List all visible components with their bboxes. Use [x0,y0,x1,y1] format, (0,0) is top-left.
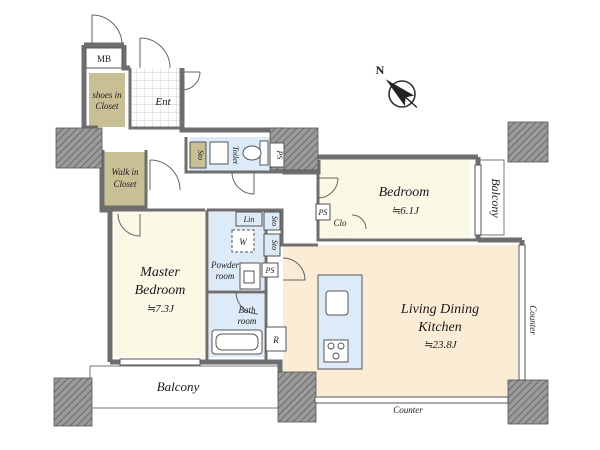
door-mb [139,37,171,69]
door-clo [351,214,367,230]
door-ldk [282,257,306,281]
label-ps-powder: PS [265,266,275,275]
column-bottom-middle [277,371,317,423]
label-bath-room-2: room [238,316,257,326]
window-bottom [314,396,509,404]
ps-toilet-box [269,142,285,168]
door-front [91,14,123,46]
label-counter-bottom: Counter [393,405,423,415]
label-storage-toilet: Sto [196,150,205,160]
door-powder [235,291,259,315]
label-powder-room-2: room [216,271,235,281]
door-master [117,213,141,237]
label-master-bedroom-size: ≒7.3J [146,303,175,315]
door-ent [181,71,201,91]
sto-box-2 [263,233,281,257]
label-linen: Lin [243,215,255,224]
powder-basin-icon [243,270,255,284]
washer-icon [231,229,255,253]
sto-toilet-box [189,141,207,169]
label-ldk-size: ≒23.8J [423,339,457,351]
toilet-bowl-icon [242,145,262,161]
label-counter-right: Counter [528,305,538,335]
ps-bedroom-box [315,203,331,221]
label-toilet: Toilet [231,146,240,165]
label-ldk-1: Living Dining [400,302,479,317]
burner-3 [332,352,340,360]
label-washer: W [239,237,248,247]
window-right [518,244,526,381]
label-ps-bedroom: PS [318,208,328,217]
column-top-left [55,127,103,169]
door-toilet [231,171,255,195]
door-bedroom [317,177,339,199]
room-fills [89,68,518,409]
label-shoes-closet-2: Closet [95,101,119,111]
label-storage-1: Sto [270,216,279,226]
column-bottom-left [53,377,93,427]
windows [119,164,526,404]
master-bedroom-floor [114,211,206,357]
label-powder-room-1: Powder [210,260,239,270]
doors [91,14,367,315]
burner-1 [327,342,335,350]
label-refrigerator: R [272,335,279,345]
label-bath-room-1: Bath [239,305,256,315]
bathtub-inner [215,333,259,351]
entrance-floor [130,68,182,128]
label-balcony-right: Balcony [489,178,503,218]
label-ps-toilet: PS [275,150,284,160]
label-master-bedroom-1: Master [139,265,180,280]
label-entrance: Ent [154,96,171,108]
window-master-bottom [119,358,201,366]
door-walkin [149,159,181,191]
compass-arrow-icon [385,79,415,106]
label-shoes-closet-1: shoes in [92,90,122,100]
mb-box [85,47,123,69]
ps-powder-box [261,262,279,278]
walk-in-closet-floor [104,152,146,207]
compass-north-label: N [376,63,385,77]
sink-icon [325,290,349,316]
toilet-sink-icon [209,141,229,165]
label-ldk-2: Kitchen [417,320,462,335]
label-walk-in-closet-2: Closet [113,179,137,189]
refrigerator-icon [265,326,287,352]
burner-2 [337,342,345,350]
fixtures [85,47,363,370]
shoes-closet-floor [89,73,125,127]
compass: N [376,63,418,108]
label-bedroom: Bedroom [379,185,430,200]
labels: MB shoes in Closet Ent Walk in Closet St… [92,54,538,415]
label-storage-2: Sto [270,240,279,250]
sto-box-1 [263,211,281,231]
bedroom-closet-floor [330,203,350,241]
column-top-right [507,121,549,163]
label-mb: MB [97,54,111,64]
linen-box [235,211,263,227]
label-master-bedroom-2: Bedroom [135,283,186,298]
window-bedroom-right [474,164,482,236]
label-walk-in-closet-1: Walk in [112,167,139,177]
label-bedroom-size: ≒6.1J [391,205,420,217]
label-balcony-bottom: Balcony [157,379,200,394]
column-bottom-right [507,379,549,425]
label-closet-bedroom: Clo [333,218,347,228]
compass-tail [405,96,418,108]
